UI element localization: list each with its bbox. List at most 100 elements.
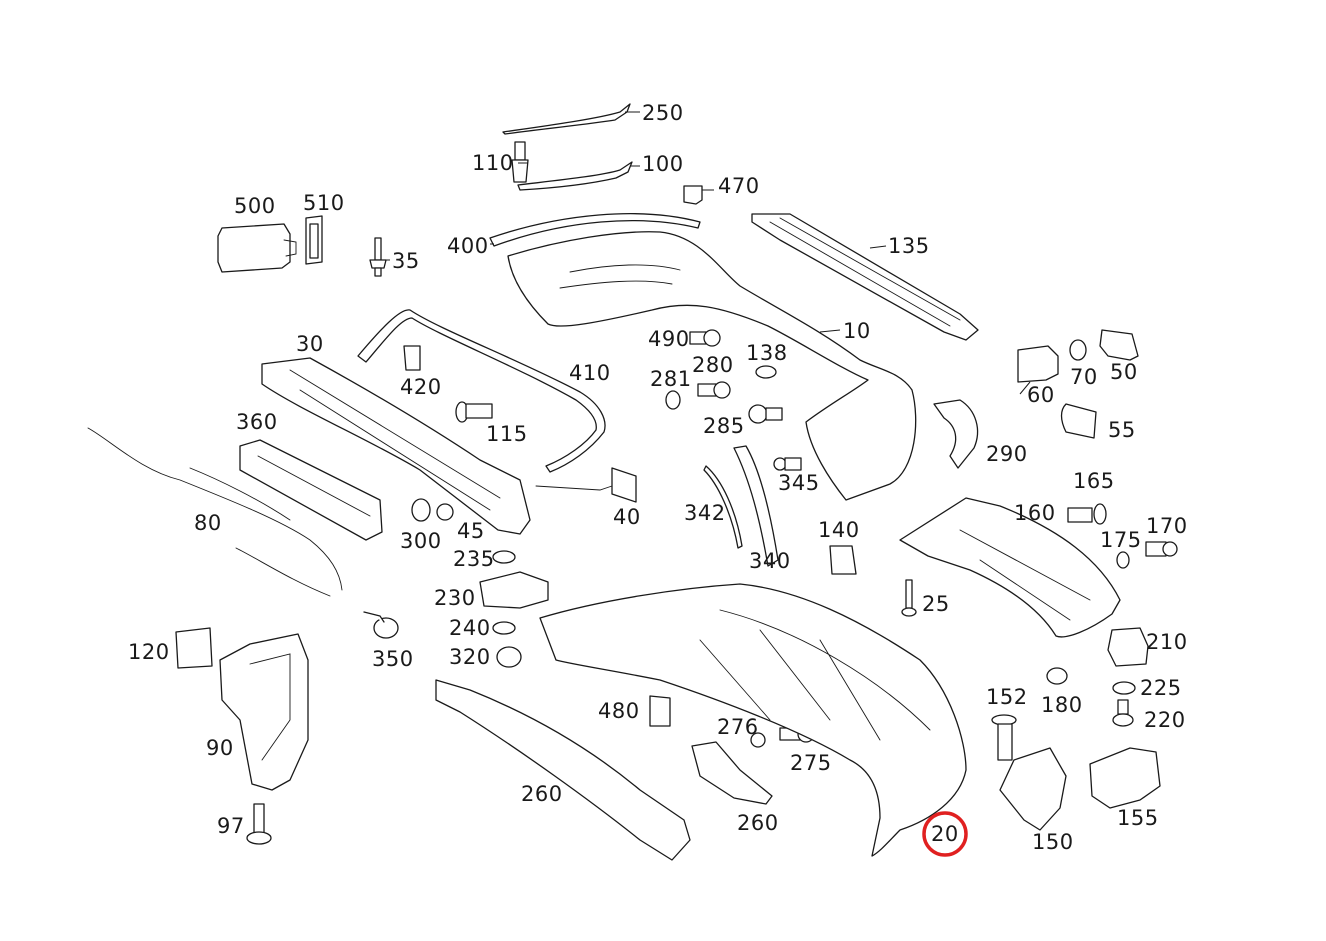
label-45: 45: [457, 519, 485, 543]
label-175: 175: [1100, 528, 1142, 552]
label-50: 50: [1110, 360, 1138, 384]
label-25: 25: [922, 592, 950, 616]
label-350: 350: [372, 647, 414, 671]
part-250-trim-strip: [502, 103, 631, 135]
part-120-cover-plate: [175, 627, 213, 669]
part-135-protective-strip: [751, 213, 979, 341]
part-345-bolt: [773, 457, 802, 471]
label-276: 276: [717, 715, 759, 739]
label-235: 235: [453, 547, 495, 571]
highlight-circle: [922, 811, 968, 857]
label-220: 220: [1144, 708, 1186, 732]
label-480: 480: [598, 699, 640, 723]
label-110: 110: [472, 151, 514, 175]
part-140-cap: [829, 545, 857, 575]
part-35-bolt: [369, 237, 387, 277]
label-300: 300: [400, 529, 442, 553]
label-285: 285: [703, 414, 745, 438]
part-510-bracket: [305, 215, 323, 265]
label-165: 165: [1073, 469, 1115, 493]
part-40-connector: [535, 467, 637, 503]
label-40: 40: [613, 505, 641, 529]
part-60-sensor: [1017, 345, 1059, 383]
label-342: 342: [684, 501, 726, 525]
label-70: 70: [1070, 365, 1098, 389]
part-490-bolt: [689, 329, 721, 347]
part-115-bolt: [455, 401, 493, 423]
part-420-clip: [403, 345, 421, 371]
part-342-strip: [703, 465, 743, 549]
part-25-bolt: [901, 579, 917, 617]
part-152-bolt: [991, 714, 1017, 761]
label-470: 470: [718, 174, 760, 198]
label-100: 100: [642, 152, 684, 176]
part-400-trim: [489, 213, 701, 247]
part-97-bolt: [246, 803, 272, 845]
part-165-bolt: [1067, 503, 1107, 525]
part-470-clip: [683, 185, 703, 205]
part-360-absorber: [239, 439, 383, 541]
leader-lines: [386, 111, 1031, 395]
label-120: 120: [128, 640, 170, 664]
part-235-washer: [492, 550, 516, 564]
part-240-washer: [492, 621, 516, 635]
part-410-bracket-frame: [357, 309, 606, 473]
label-345: 345: [778, 471, 820, 495]
label-10: 10: [843, 319, 871, 343]
label-55: 55: [1108, 418, 1136, 442]
label-138: 138: [746, 341, 788, 365]
label-20: 20: [931, 822, 959, 846]
label-140: 140: [818, 518, 860, 542]
part-10-bumper-cover: [507, 231, 917, 501]
part-20-lower-bumper-cover: [539, 583, 967, 857]
part-155-housing: [1089, 747, 1161, 809]
part-225-washer: [1112, 681, 1136, 695]
part-260-left-bracket: [435, 679, 691, 861]
part-280-bolt: [697, 381, 731, 399]
part-281-washer: [665, 390, 681, 410]
label-260-right: 260: [737, 811, 779, 835]
part-150-bracket: [999, 747, 1067, 831]
label-152: 152: [986, 685, 1028, 709]
label-80: 80: [194, 511, 222, 535]
label-210: 210: [1146, 630, 1188, 654]
part-90-bracket: [219, 633, 309, 791]
label-97: 97: [217, 814, 245, 838]
part-220-bolt: [1112, 699, 1134, 727]
label-490: 490: [648, 327, 690, 351]
part-290-trim: [933, 399, 979, 469]
label-280: 280: [692, 353, 734, 377]
label-400: 400: [447, 234, 489, 258]
part-350-clip: [363, 611, 399, 639]
label-240: 240: [449, 616, 491, 640]
part-170-bolt: [1145, 541, 1178, 557]
label-281: 281: [650, 367, 692, 391]
part-100-trim-strip: [517, 161, 633, 191]
part-320-grommet: [496, 646, 522, 668]
part-110-clip: [511, 141, 529, 183]
part-55-cover: [1060, 403, 1097, 439]
label-135: 135: [888, 234, 930, 258]
label-160: 160: [1014, 501, 1056, 525]
part-70-ring: [1069, 339, 1087, 361]
label-225: 225: [1140, 676, 1182, 700]
part-45-nut: [436, 503, 454, 521]
label-60: 60: [1027, 383, 1055, 407]
label-150: 150: [1032, 830, 1074, 854]
part-230-bracket: [479, 571, 549, 609]
part-210-bracket: [1107, 627, 1149, 667]
part-285-bolt: [748, 404, 783, 424]
part-50-holder: [1099, 329, 1139, 361]
label-115: 115: [486, 422, 528, 446]
part-160-underbody-panel: [899, 497, 1121, 638]
label-90: 90: [206, 736, 234, 760]
part-80-wiring-harness: [87, 427, 343, 597]
part-labels: 250 110 100 470 500 510 35 400 135 10 49…: [128, 101, 1188, 854]
part-30-impact-absorber: [261, 357, 531, 535]
label-510: 510: [303, 191, 345, 215]
label-180: 180: [1041, 693, 1083, 717]
label-170: 170: [1146, 514, 1188, 538]
label-250: 250: [642, 101, 684, 125]
part-180-cap: [1046, 667, 1068, 685]
part-340-strip: [733, 445, 779, 567]
